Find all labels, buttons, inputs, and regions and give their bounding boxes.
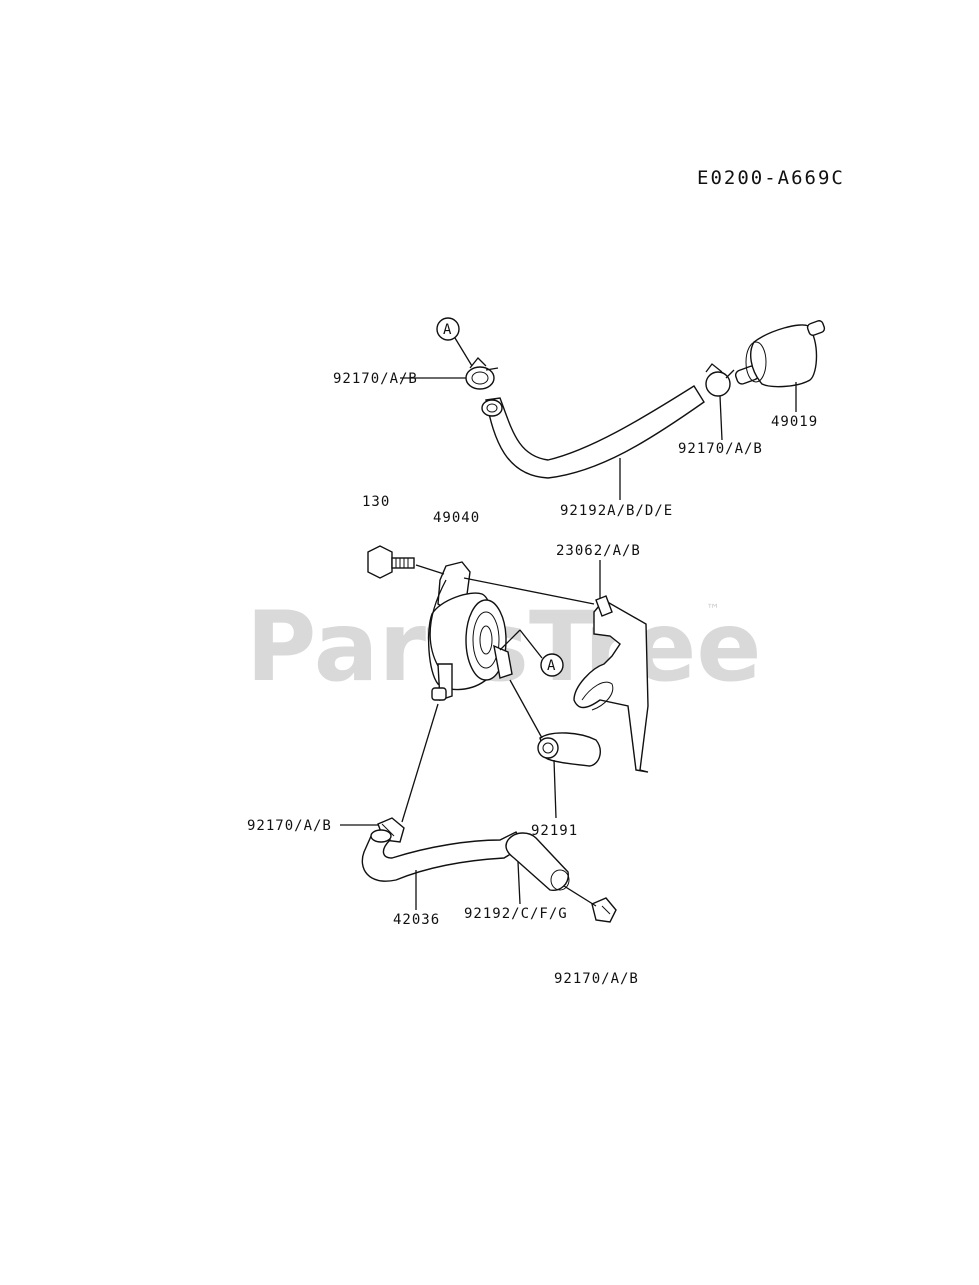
label-cap: 92191 <box>531 823 578 839</box>
callout-a-middle[interactable]: A <box>540 653 564 677</box>
label-clamp-bottom: 92170/A/B <box>554 971 639 987</box>
hose-upper-part[interactable] <box>481 385 705 479</box>
cap-part[interactable] <box>537 732 601 767</box>
label-bolt: 130 <box>362 494 390 510</box>
diagram-code: E0200-A669C <box>697 167 845 189</box>
pipe-part[interactable] <box>361 829 525 882</box>
hose-lower-part[interactable] <box>505 832 570 891</box>
label-pipe: 42036 <box>393 912 440 928</box>
label-hose-upper: 92192A/B/D/E <box>560 503 673 519</box>
label-fuel-filter: 49019 <box>771 414 818 430</box>
clamp-bottom-part[interactable] <box>591 897 617 923</box>
callout-a-middle-text: A <box>547 658 556 674</box>
callout-a-top[interactable]: A <box>436 317 460 341</box>
label-hose-lower: 92192/C/F/G <box>464 906 568 922</box>
label-fuel-pump: 49040 <box>433 510 480 526</box>
label-bracket: 23062/A/B <box>556 543 641 559</box>
label-clamp-top-right: 92170/A/B <box>678 441 763 457</box>
clamp-top-left-part[interactable] <box>465 357 499 390</box>
fuel-pump-part[interactable] <box>427 561 513 701</box>
fuel-filter-part[interactable] <box>734 320 826 388</box>
callout-a-top-text: A <box>443 322 452 338</box>
watermark-trademark: ™ <box>706 602 720 618</box>
clamp-top-right-part[interactable] <box>705 363 735 397</box>
bracket-part[interactable] <box>573 595 649 773</box>
label-clamp-lower-left: 92170/A/B <box>247 818 332 834</box>
bolt-part[interactable] <box>367 545 415 579</box>
label-clamp-top-left: 92170/A/B <box>333 371 418 387</box>
